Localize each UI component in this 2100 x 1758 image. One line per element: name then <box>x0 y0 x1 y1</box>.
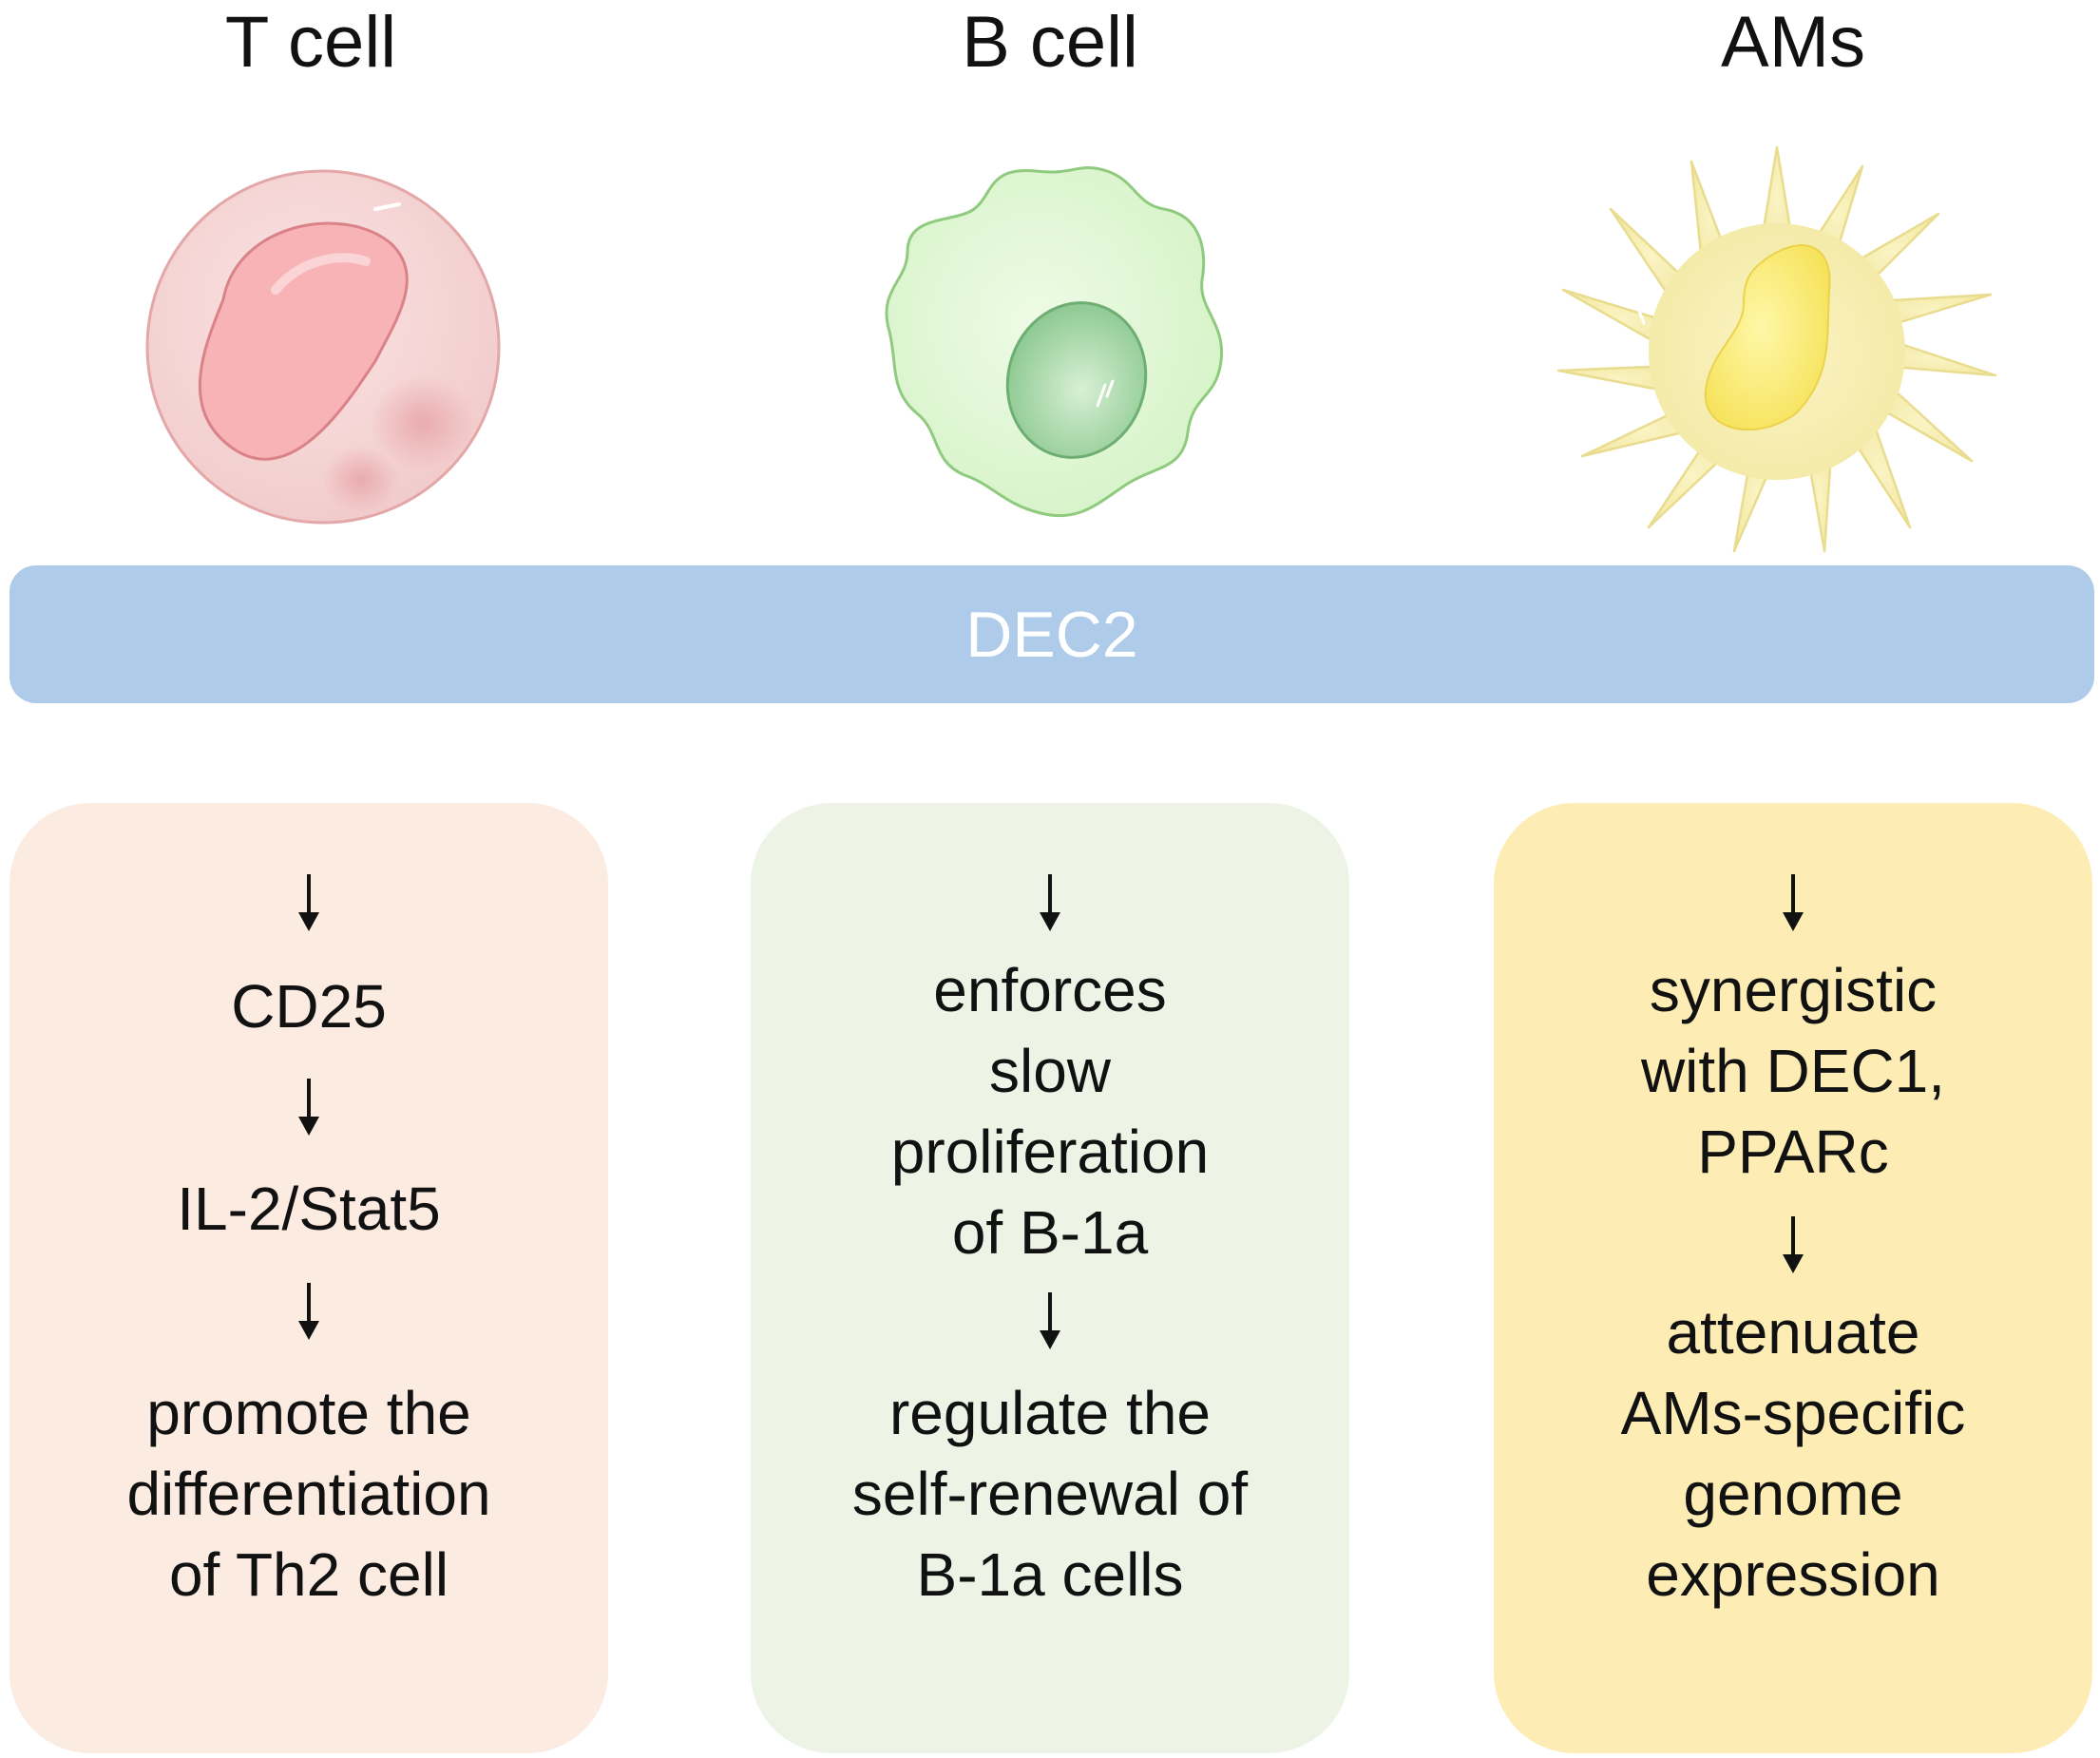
ams-step-2: attenuate AMs-specific genome expression <box>1620 1298 1966 1609</box>
dec2-bar: DEC2 <box>10 565 2094 703</box>
arrow-down-icon <box>1783 1216 1804 1273</box>
b-cell-step-2: regulate the self-renewal of B-1a cells <box>851 1379 1249 1609</box>
t-cell-step-3: promote the differentiation of Th2 cell <box>126 1379 491 1609</box>
b-cell-title: B cell <box>962 2 1138 83</box>
dec2-label: DEC2 <box>965 598 1138 671</box>
b-cell-icon <box>885 166 1224 518</box>
t-cell-step-2: IL-2/Stat5 <box>177 1175 441 1243</box>
b-cell-panel: enforces slow proliferation of B-1a regu… <box>751 803 1349 1753</box>
arrow-down-icon <box>1040 1292 1060 1349</box>
t-cell-step-1: CD25 <box>231 972 387 1041</box>
arrow-down-icon <box>298 1283 319 1340</box>
arrow-down-icon <box>1040 874 1060 931</box>
arrow-down-icon <box>298 1079 319 1136</box>
arrow-down-icon <box>298 874 319 931</box>
t-cell-panel: CD25 IL-2/Stat5 promote the differentiat… <box>10 803 608 1753</box>
ams-panel: synergistic with DEC1, PPARc attenuate A… <box>1494 803 2092 1753</box>
t-cell-title: T cell <box>224 2 397 83</box>
t-cell-icon <box>145 169 501 525</box>
ams-title: AMs <box>1721 2 1865 83</box>
arrow-down-icon <box>1783 874 1804 931</box>
ams-step-1: synergistic with DEC1, PPARc <box>1640 956 1946 1186</box>
b-cell-step-1: enforces slow proliferation of B-1a <box>890 956 1210 1267</box>
ams-cell-icon <box>1556 145 1997 553</box>
